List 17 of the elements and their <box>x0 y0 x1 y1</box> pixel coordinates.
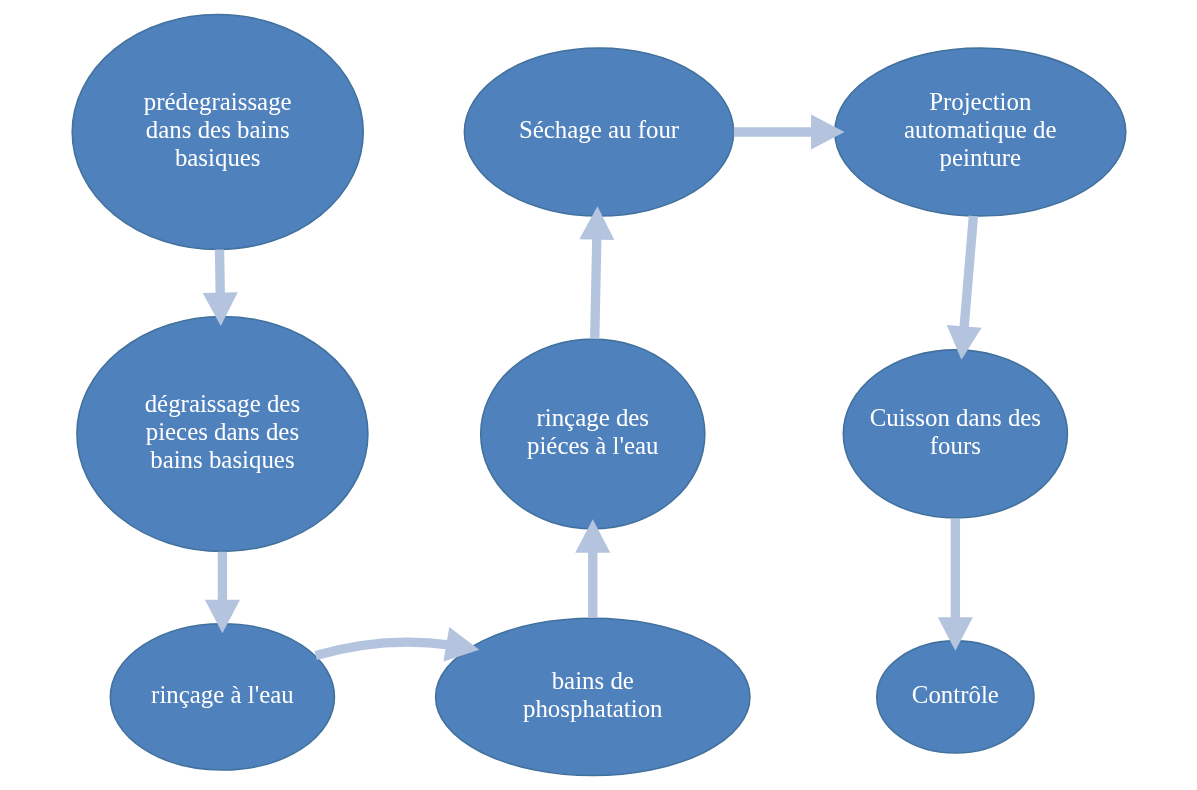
node-ellipse: Projection automatique de peinture <box>833 47 1127 217</box>
node-ellipse: rinçage des piéces à l'eau <box>479 338 706 530</box>
node-ellipse: prédegraissage dans des bains basiques <box>70 13 364 251</box>
arrow <box>733 114 844 150</box>
arrow <box>204 551 240 634</box>
arrow <box>578 206 614 339</box>
node-ellipse: Séchage au four <box>463 47 734 217</box>
arrow <box>937 518 973 651</box>
arrow <box>946 215 982 360</box>
arrow <box>574 519 610 618</box>
node-ellipse: rinçage à l'eau <box>109 623 335 771</box>
node-ellipse: dégraissage des pieces dans des bains basiques <box>75 315 369 553</box>
arrow <box>202 249 238 327</box>
node-ellipse: Cuisson dans des fours <box>842 349 1068 519</box>
node-ellipse: bains de phosphatation <box>434 617 751 777</box>
node-ellipse: Contrôle <box>875 640 1035 754</box>
arrow <box>313 627 479 662</box>
